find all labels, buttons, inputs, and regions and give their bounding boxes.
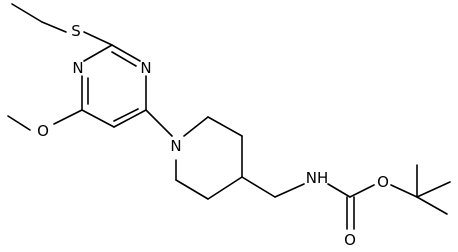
bond-c2-n1 [83, 44, 113, 62]
atom-sulfur: S [71, 22, 81, 40]
bond-c5-c6 [81, 109, 115, 128]
bond-s-methyl [11, 3, 43, 23]
bond-npip-c2p [183, 116, 209, 137]
bond-c4p-c5p [207, 176, 243, 200]
bond-s-methyl-left [41, 21, 67, 33]
bond-c4-c5 [113, 109, 147, 128]
atom-oxygen-methoxy: O [37, 122, 49, 140]
atom-nitrogen-pyrimidine-top: N [140, 59, 151, 77]
bond-c4p-ch2 [241, 176, 276, 198]
atom-labels: S N N O N NH O O [37, 22, 389, 249]
bond-c6-o [53, 109, 83, 125]
bond-o-methyl [7, 115, 31, 131]
bond-s-c2 [83, 31, 113, 46]
bond-c2p-c3p [207, 116, 243, 137]
bond-oester-tbuc [390, 184, 418, 198]
atom-nitrogen-piperidine: N [170, 137, 181, 155]
atom-oxygen-ester: O [377, 173, 389, 191]
bond-c2-n3-double [111, 51, 137, 67]
bond-c5p-c6p [175, 179, 209, 200]
bond-nh-carbonylc [327, 183, 351, 198]
bond-tbu-me-down [416, 196, 448, 215]
bond-c4-npip [145, 109, 173, 137]
bond-tbu-me-right [416, 181, 451, 198]
bond-c4-c5-double [113, 108, 139, 122]
atom-nh-carbamate: NH [306, 169, 329, 187]
bonds [7, 3, 451, 230]
bond-c2-n3 [111, 44, 141, 62]
bond-carbonylc-oester [349, 184, 375, 198]
bond-ch2-nh [274, 183, 305, 198]
atom-nitrogen-pyrimidine-bottom: N [72, 59, 83, 77]
atom-oxygen-carbonyl: O [344, 231, 356, 249]
